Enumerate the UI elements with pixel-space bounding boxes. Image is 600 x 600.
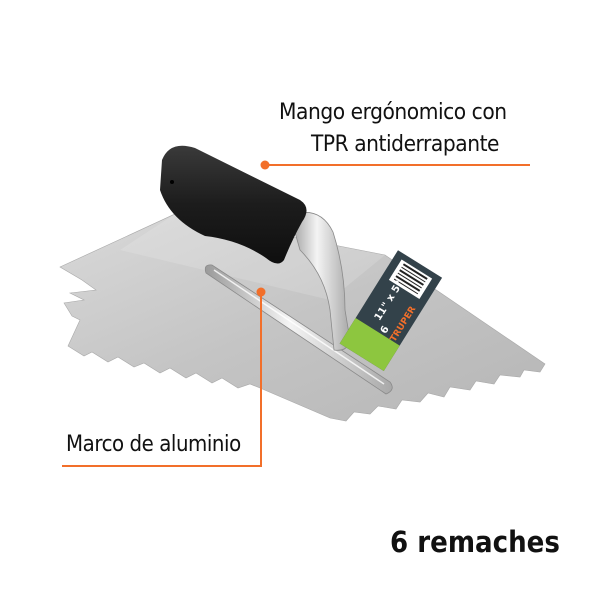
- frame-callout-line: [62, 287, 266, 467]
- handle-callout-title: Mango ergónomico con: [279, 100, 507, 125]
- frame-callout: Marco de aluminio: [66, 432, 241, 457]
- aluminum-frame: [204, 264, 393, 395]
- rivets-callout: 6 remaches: [390, 525, 560, 559]
- handle-callout-line: [260, 160, 530, 170]
- handle-callout-subtitle: TPR antiderrapante: [311, 132, 500, 157]
- trowel-blade: [59, 213, 546, 422]
- number-text: 6: [379, 324, 392, 336]
- tpr-grip: [160, 145, 307, 264]
